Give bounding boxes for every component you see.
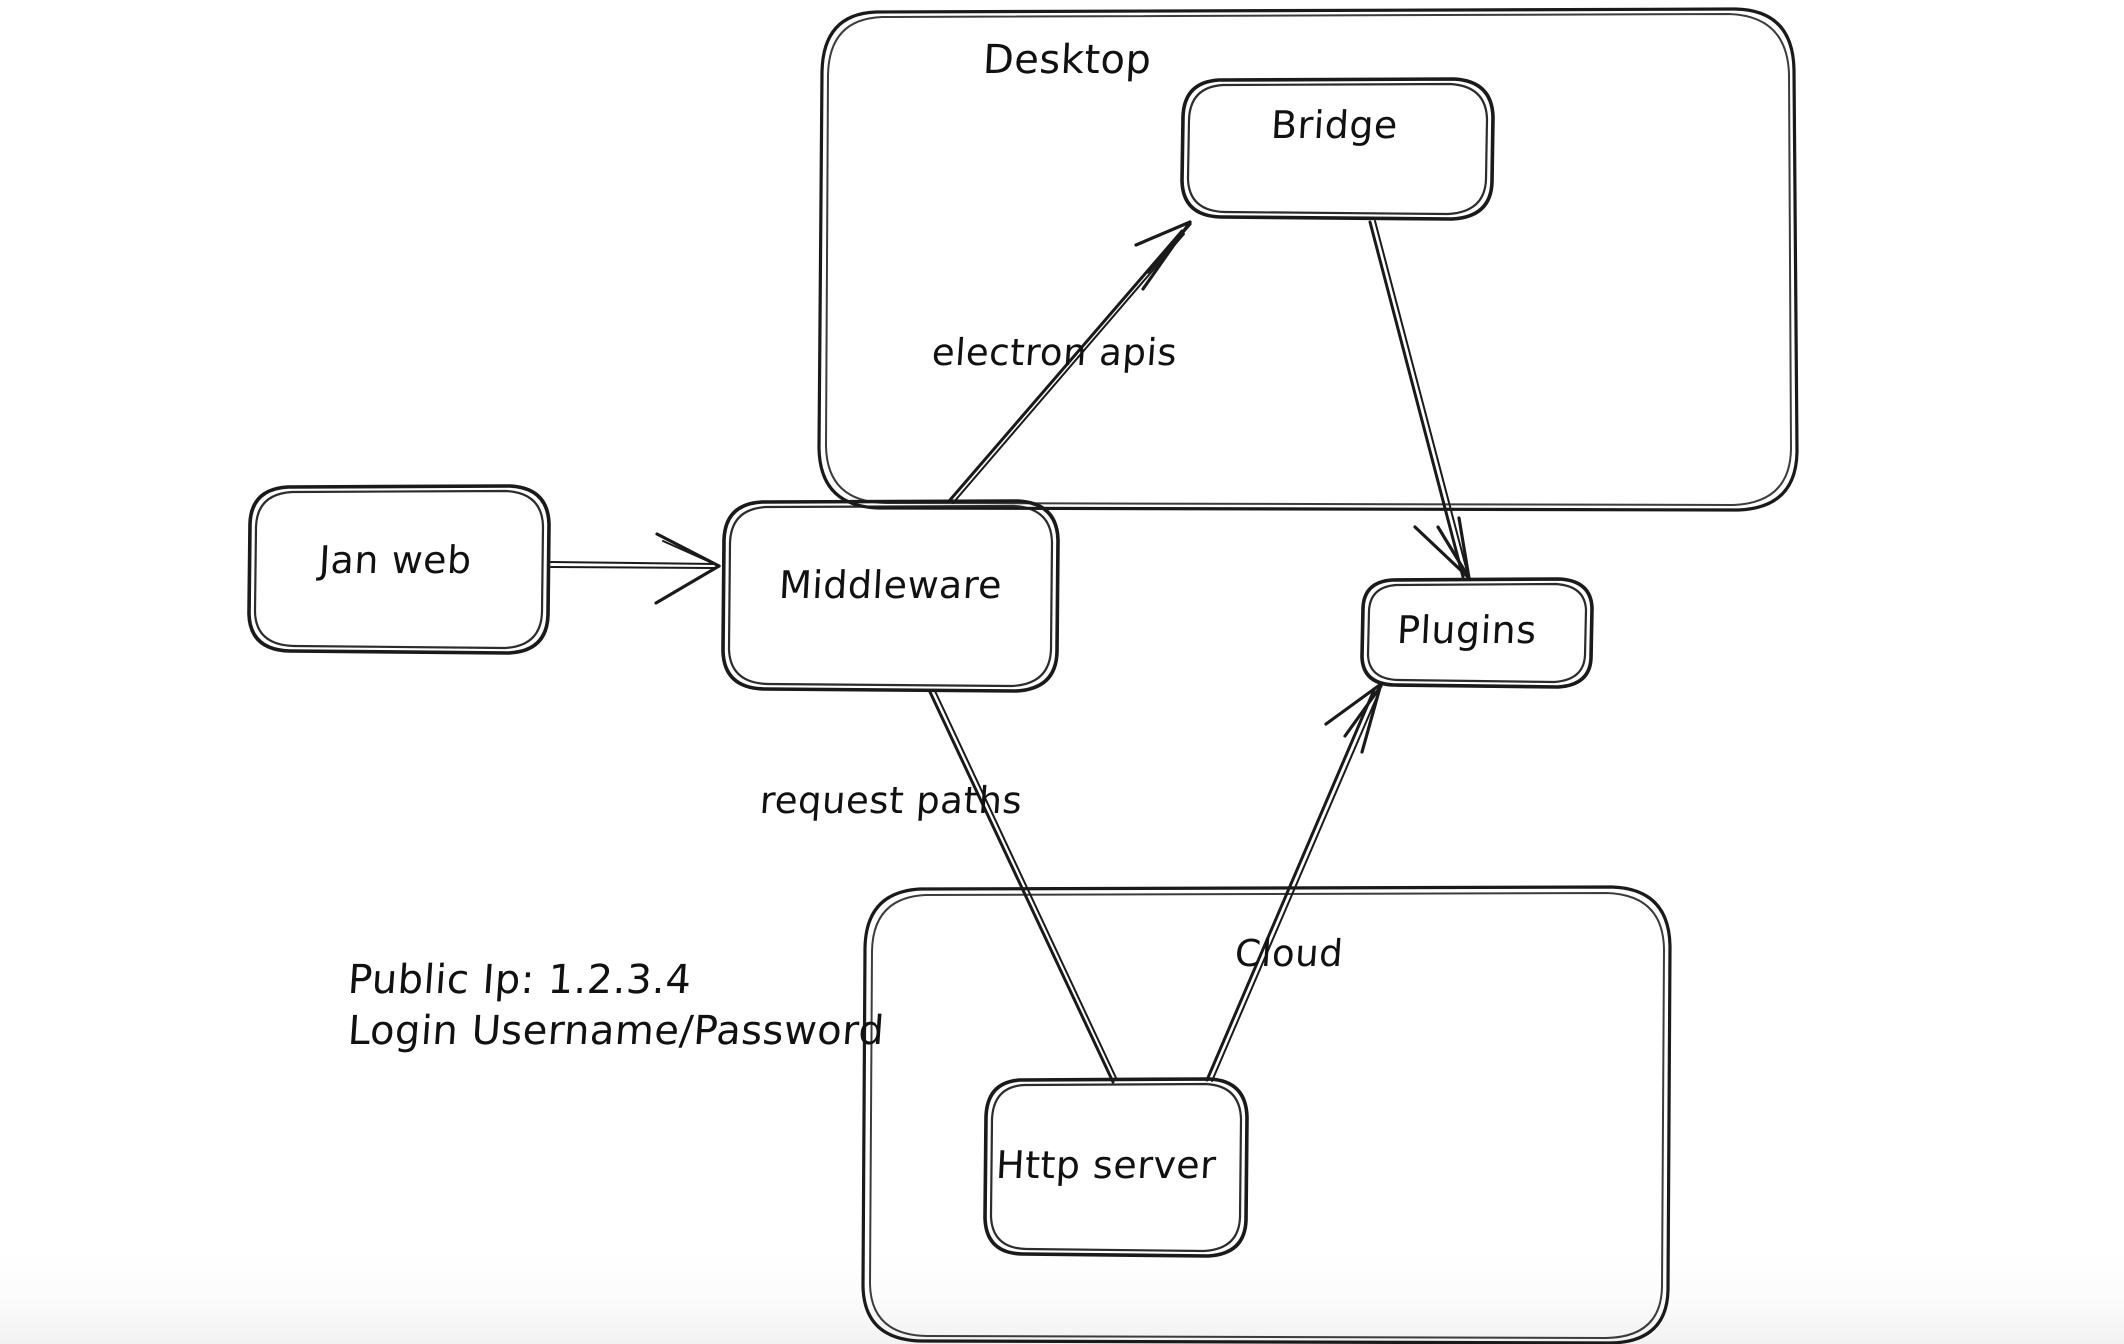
node-middleware[interactable] (721, 499, 1060, 693)
container-desktop[interactable] (817, 7, 1799, 512)
annotation-note-block: Public Ip: 1.2.3.4 Login Username/Passwo… (346, 957, 886, 1054)
edge-janweb-to-middleware[interactable] (550, 532, 721, 605)
node-label-middleware: Middleware (777, 563, 1004, 607)
note-login-credentials: Login Username/Password (346, 1007, 886, 1054)
container-cloud-group[interactable] (861, 885, 1672, 1344)
edge-middleware-to-httpserver[interactable] (928, 690, 1118, 1084)
edge-label-cloud: Cloud (1233, 932, 1345, 975)
node-label-http-server: Http server (994, 1143, 1218, 1187)
note-public-ip: Public Ip: 1.2.3.4 (346, 957, 694, 1003)
edge-label-request-paths: request paths (758, 779, 1024, 822)
node-label-jan-web: Jan web (317, 538, 473, 582)
node-jan-web[interactable] (247, 484, 551, 655)
container-label-desktop: Desktop (981, 37, 1153, 83)
node-label-plugins: Plugins (1395, 608, 1538, 652)
edge-middleware-to-bridge[interactable] (948, 220, 1192, 504)
node-label-bridge: Bridge (1269, 103, 1400, 147)
node-bridge[interactable] (1180, 77, 1495, 221)
node-http-server[interactable] (983, 1077, 1249, 1258)
edge-bridge-to-plugins[interactable] (1368, 220, 1471, 580)
node-plugins[interactable] (1360, 577, 1594, 689)
edge-httpserver-to-plugins[interactable] (1205, 682, 1383, 1082)
edge-label-electron-apis: electron apis (930, 331, 1179, 374)
